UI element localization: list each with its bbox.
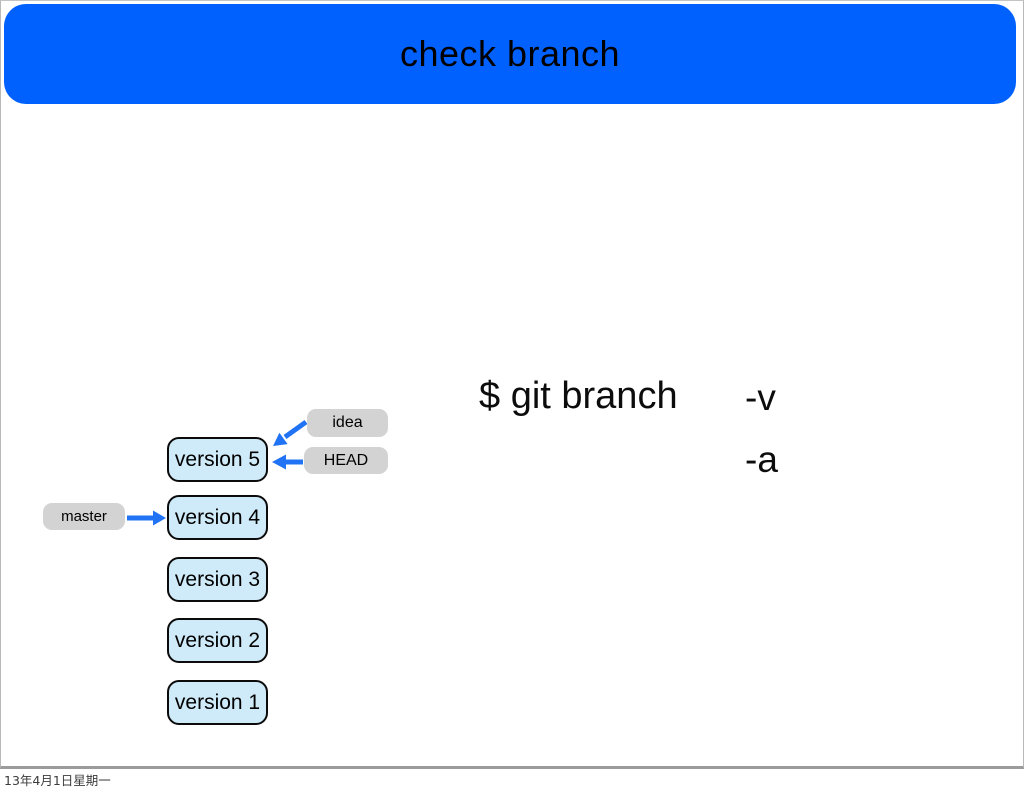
- branch-label-idea: idea: [307, 409, 388, 437]
- commit-box-version-2: version 2: [167, 618, 268, 663]
- git-branch-flag-v: -v: [745, 377, 776, 418]
- branch-label-master: master: [43, 503, 125, 530]
- head-label: HEAD: [304, 447, 388, 474]
- arrow-head-to-version5: [272, 454, 303, 470]
- slide-title-bar: check branch: [4, 4, 1016, 104]
- slide-date: 13年4月1日星期一: [4, 773, 111, 788]
- git-branch-command: $ git branch: [479, 375, 678, 417]
- arrow-master-to-version4: [127, 510, 166, 526]
- commit-box-version-4: version 4: [167, 495, 268, 540]
- git-branch-flag-a: -a: [745, 439, 778, 480]
- slide-canvas: check branch version 5 version 4 version…: [0, 0, 1024, 769]
- slide-title: check branch: [399, 33, 621, 74]
- arrow-idea-to-version5: [273, 419, 308, 446]
- commit-box-version-5: version 5: [167, 437, 268, 482]
- commit-box-version-1: version 1: [167, 680, 268, 725]
- commit-box-version-3: version 3: [167, 557, 268, 602]
